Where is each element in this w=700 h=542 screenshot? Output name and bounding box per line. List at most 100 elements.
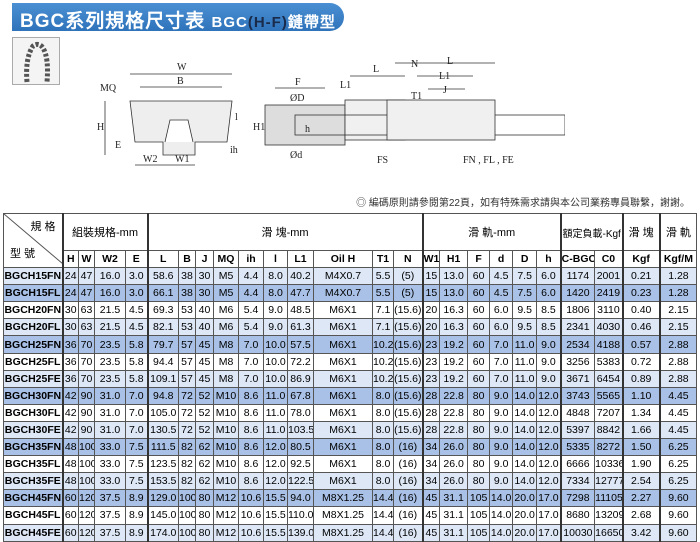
value-cell: (15.6): [392, 403, 424, 422]
value-cell: M6X1: [313, 403, 373, 422]
value-cell: 1806: [560, 301, 596, 320]
value-cell: 23: [422, 335, 441, 354]
label-d: Ød: [290, 150, 302, 161]
column-header: C0: [594, 249, 624, 269]
value-cell: 7.5: [512, 267, 538, 286]
value-cell: 60: [467, 284, 491, 303]
value-cell: (5): [392, 284, 424, 303]
value-cell: 153.5: [147, 472, 179, 491]
value-cell: 60: [467, 318, 491, 337]
value-cell: 12.0: [263, 455, 288, 474]
value-cell: 7.0: [489, 352, 514, 371]
value-cell: 57: [178, 335, 196, 354]
value-cell: 14.0: [512, 472, 538, 491]
label-l: l: [235, 112, 238, 123]
value-cell: 105: [467, 506, 491, 525]
value-cell: 12.0: [536, 420, 562, 440]
value-cell: 72.2: [287, 352, 314, 371]
value-cell: 5397: [560, 420, 596, 440]
model-name-cell: BGCH30FN: [3, 386, 64, 405]
value-cell: 123.5: [147, 455, 179, 474]
model-name-cell: BGCH35FE: [3, 472, 64, 491]
value-cell: 4.5: [489, 284, 514, 303]
value-cell: 14.0: [512, 438, 538, 457]
value-cell: 45: [195, 335, 214, 354]
value-cell: 5.5: [372, 284, 394, 303]
value-cell: 7.5: [125, 455, 149, 474]
model-name-cell: BGCH45FL: [3, 506, 64, 525]
value-cell: M6X1: [313, 369, 373, 388]
value-cell: M10: [213, 438, 239, 457]
value-cell: 86.9: [287, 369, 314, 388]
column-header: L: [147, 249, 179, 269]
column-header: L1: [287, 249, 314, 269]
value-cell: (15.6): [392, 301, 424, 320]
group-load: 額定負載-Kgf: [560, 213, 624, 251]
value-cell: M8X1.25: [313, 489, 373, 508]
column-header: F: [467, 249, 491, 269]
value-cell: 14.4: [372, 523, 394, 542]
table-row: BGCH45FL6012037.58.9145.010080M1210.615.…: [3, 506, 698, 525]
value-cell: 70: [78, 335, 95, 354]
value-cell: 0.21: [622, 267, 661, 286]
value-cell: 57: [178, 352, 196, 371]
value-cell: 47.7: [287, 284, 314, 303]
value-cell: 70: [78, 352, 95, 371]
value-cell: 1174: [560, 267, 596, 286]
value-cell: 63: [78, 301, 95, 320]
value-cell: M4X0.7: [313, 267, 373, 286]
value-cell: 20: [422, 301, 441, 320]
corner-header: 規 格 型 號: [3, 212, 64, 269]
title-sub-prefix: BGC: [211, 14, 248, 31]
value-cell: 80: [195, 523, 214, 542]
value-cell: 1.28: [659, 284, 698, 303]
label-H: H: [97, 122, 104, 133]
value-cell: 5.8: [125, 352, 149, 371]
column-header: W: [78, 249, 95, 269]
value-cell: 90: [78, 420, 95, 440]
value-cell: 174.0: [147, 523, 179, 542]
value-cell: 6.0: [489, 301, 514, 320]
value-cell: 6.0: [536, 267, 562, 286]
value-cell: 47: [78, 284, 95, 303]
value-cell: 12.0: [536, 472, 562, 491]
value-cell: 67.8: [287, 386, 314, 405]
value-cell: 16.3: [439, 301, 469, 320]
value-cell: 6.25: [659, 472, 698, 491]
value-cell: M6X1: [313, 472, 373, 491]
value-cell: 0.40: [622, 301, 661, 320]
value-cell: 8.0: [372, 386, 394, 405]
value-cell: 80: [467, 403, 491, 422]
label-ih: ih: [230, 145, 238, 156]
value-cell: 100: [178, 523, 196, 542]
label-L: L: [447, 56, 453, 67]
value-cell: 1.50: [622, 438, 661, 457]
value-cell: 31.1: [439, 523, 469, 542]
value-cell: 6.0: [489, 318, 514, 337]
value-cell: 72: [178, 403, 196, 422]
column-header: W1: [422, 249, 441, 269]
value-cell: M8: [213, 335, 239, 354]
value-cell: 4.5: [489, 267, 514, 286]
value-cell: 120: [78, 489, 95, 508]
value-cell: 105: [467, 489, 491, 508]
value-cell: 90: [78, 386, 95, 405]
value-cell: 48: [62, 438, 79, 457]
value-cell: 15: [422, 284, 441, 303]
value-cell: 26.0: [439, 455, 469, 474]
value-cell: 10.6: [238, 489, 264, 508]
value-cell: 8.0: [263, 267, 288, 286]
value-cell: 11.0: [512, 335, 538, 354]
chain-icon: [24, 41, 50, 83]
column-header: d: [489, 249, 514, 269]
value-cell: 7.0: [125, 420, 149, 440]
value-cell: 13.0: [439, 267, 469, 286]
value-cell: 8680: [560, 506, 596, 525]
spec-table: 規 格 型 號 組裝規格-mm 滑 塊-mm 滑 軌-mm 額定負載-Kgf 滑…: [3, 212, 698, 542]
page-title: BGC系列規格尺寸表: [20, 11, 206, 32]
value-cell: 82.1: [147, 318, 179, 337]
label-L-fs: L: [373, 64, 379, 75]
value-cell: 30: [62, 318, 79, 337]
